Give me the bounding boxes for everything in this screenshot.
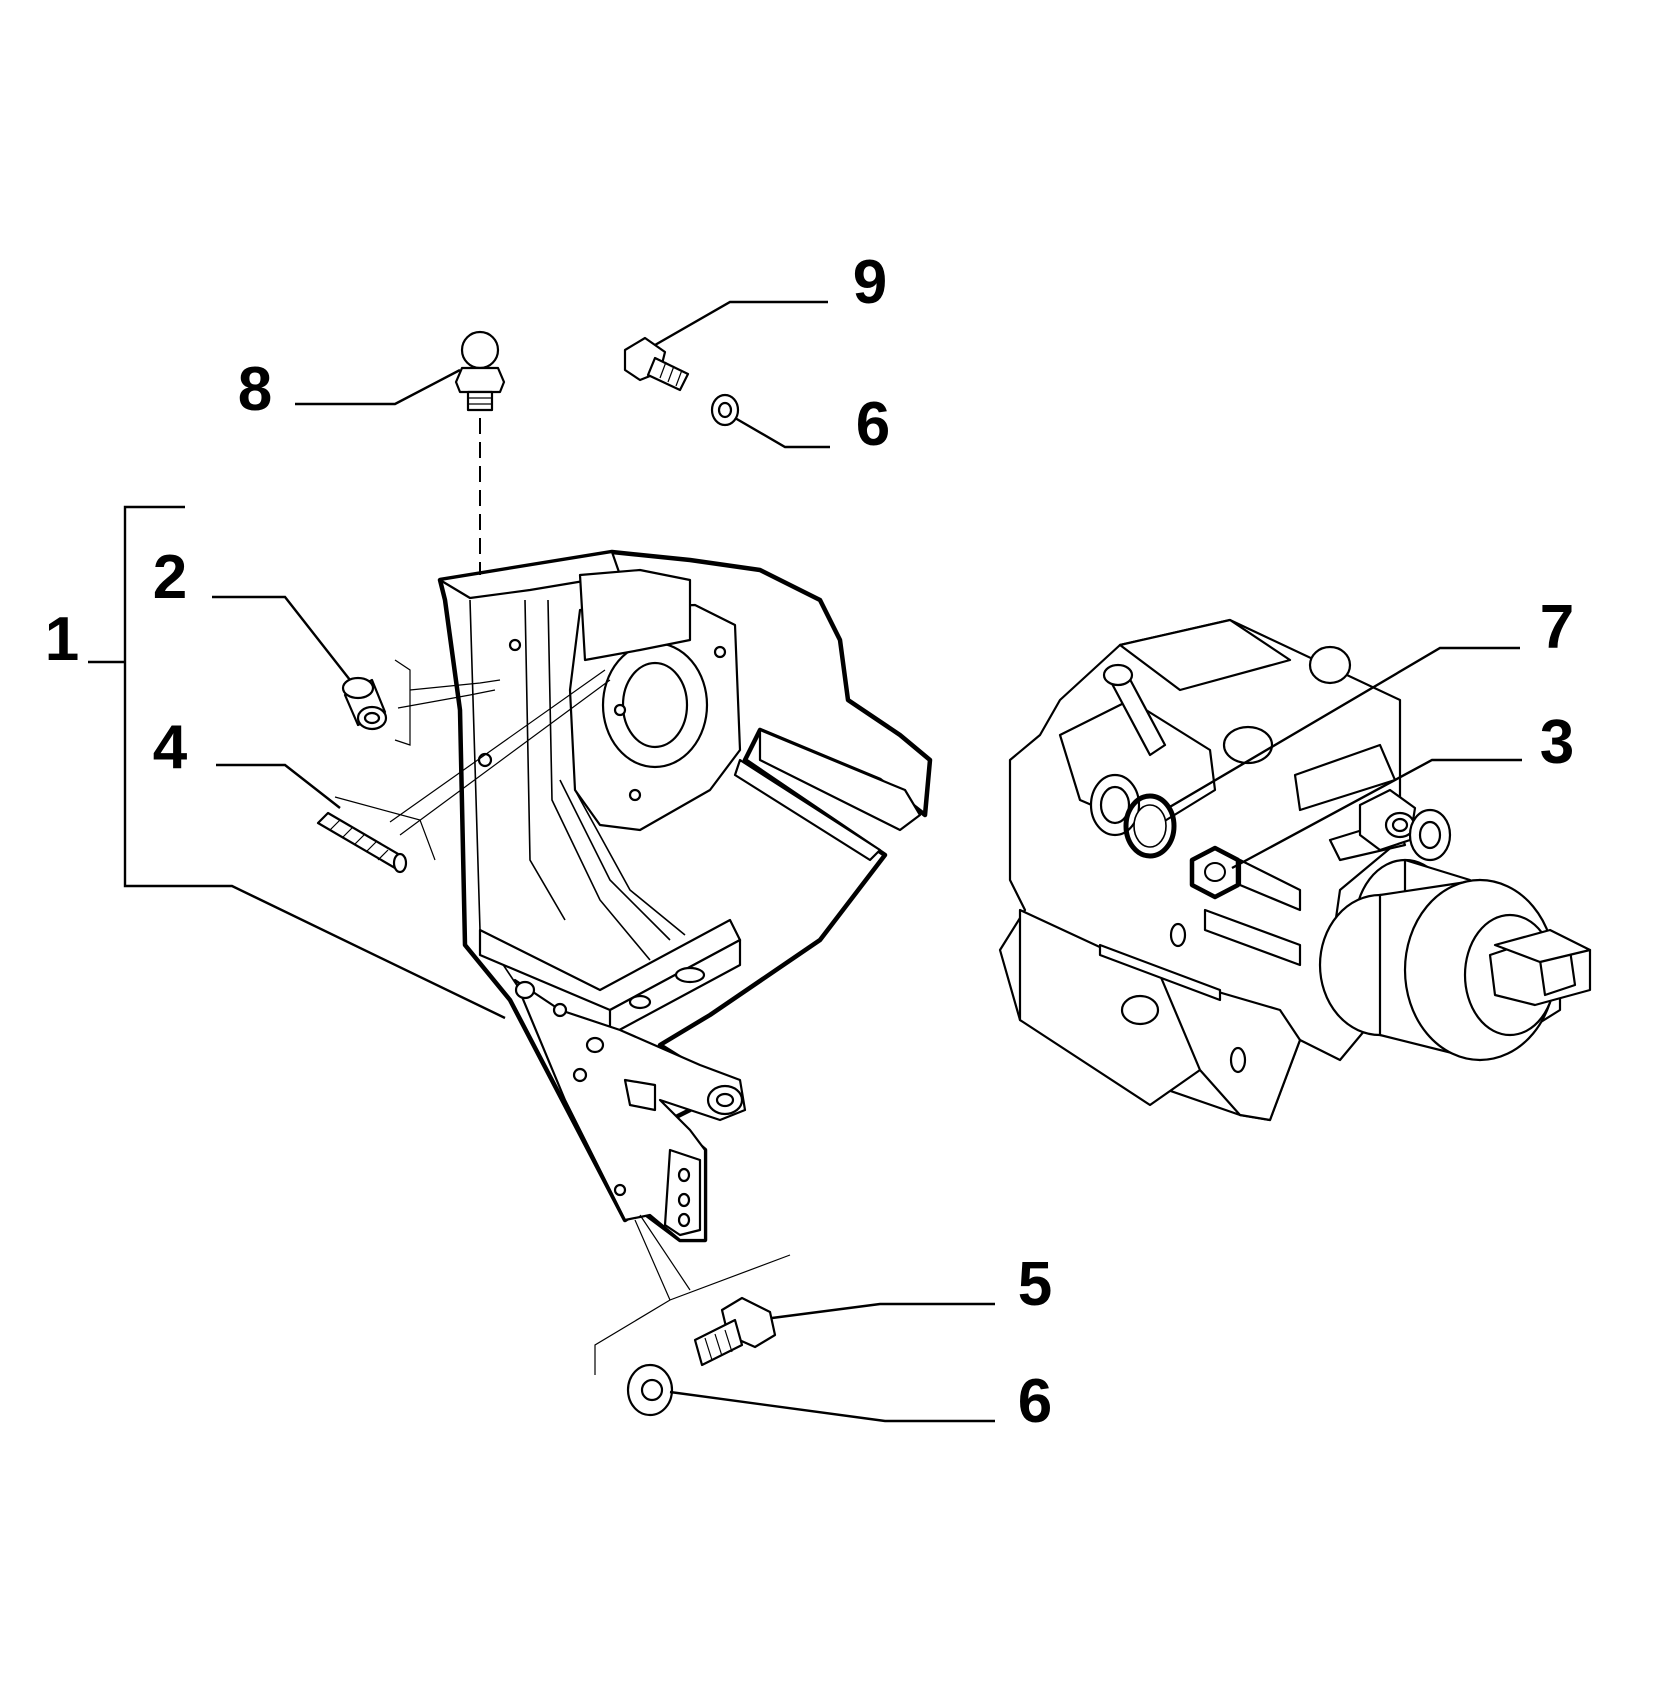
callout-3[interactable]: 3 <box>1539 708 1575 777</box>
o-ring-seal <box>1123 793 1177 859</box>
flange-bolt-lower <box>693 1296 777 1367</box>
leader-lines <box>212 300 1522 1423</box>
callout-6-upper[interactable]: 6 <box>855 390 891 459</box>
bushing <box>341 676 388 731</box>
dowel-pin <box>316 811 408 874</box>
washer-lower <box>626 1363 674 1417</box>
assembly-bracket-brace <box>88 505 506 1020</box>
callout-1[interactable]: 1 <box>44 605 80 674</box>
flange-bolt-upper <box>623 336 690 392</box>
callout-2[interactable]: 2 <box>152 543 188 612</box>
callout-4[interactable]: 4 <box>152 713 188 782</box>
callout-6-lower[interactable]: 6 <box>1017 1367 1053 1436</box>
support-bracket <box>437 549 933 1243</box>
ball-stud <box>454 330 506 575</box>
fuel-pump-assembly <box>998 618 1592 1122</box>
callout-8[interactable]: 8 <box>237 355 273 424</box>
callout-9[interactable]: 9 <box>852 248 888 317</box>
washer-upper <box>710 393 740 427</box>
hex-nut <box>1189 845 1241 900</box>
callout-7[interactable]: 7 <box>1539 593 1575 662</box>
callout-5[interactable]: 5 <box>1017 1250 1053 1319</box>
